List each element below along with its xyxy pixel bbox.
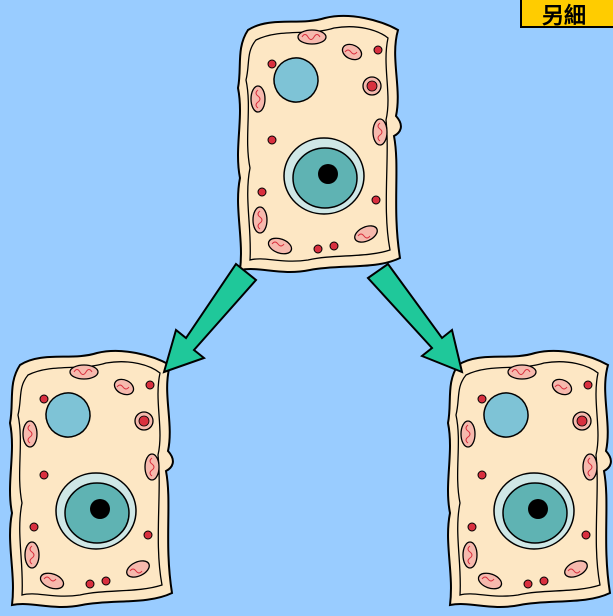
daughter-cell-right	[448, 351, 611, 607]
title-label: 另細	[520, 0, 613, 28]
parent-cell	[238, 16, 401, 272]
division-arrow-right	[368, 264, 462, 372]
daughter-cell-left	[10, 351, 173, 607]
division-arrow-left	[164, 264, 256, 372]
